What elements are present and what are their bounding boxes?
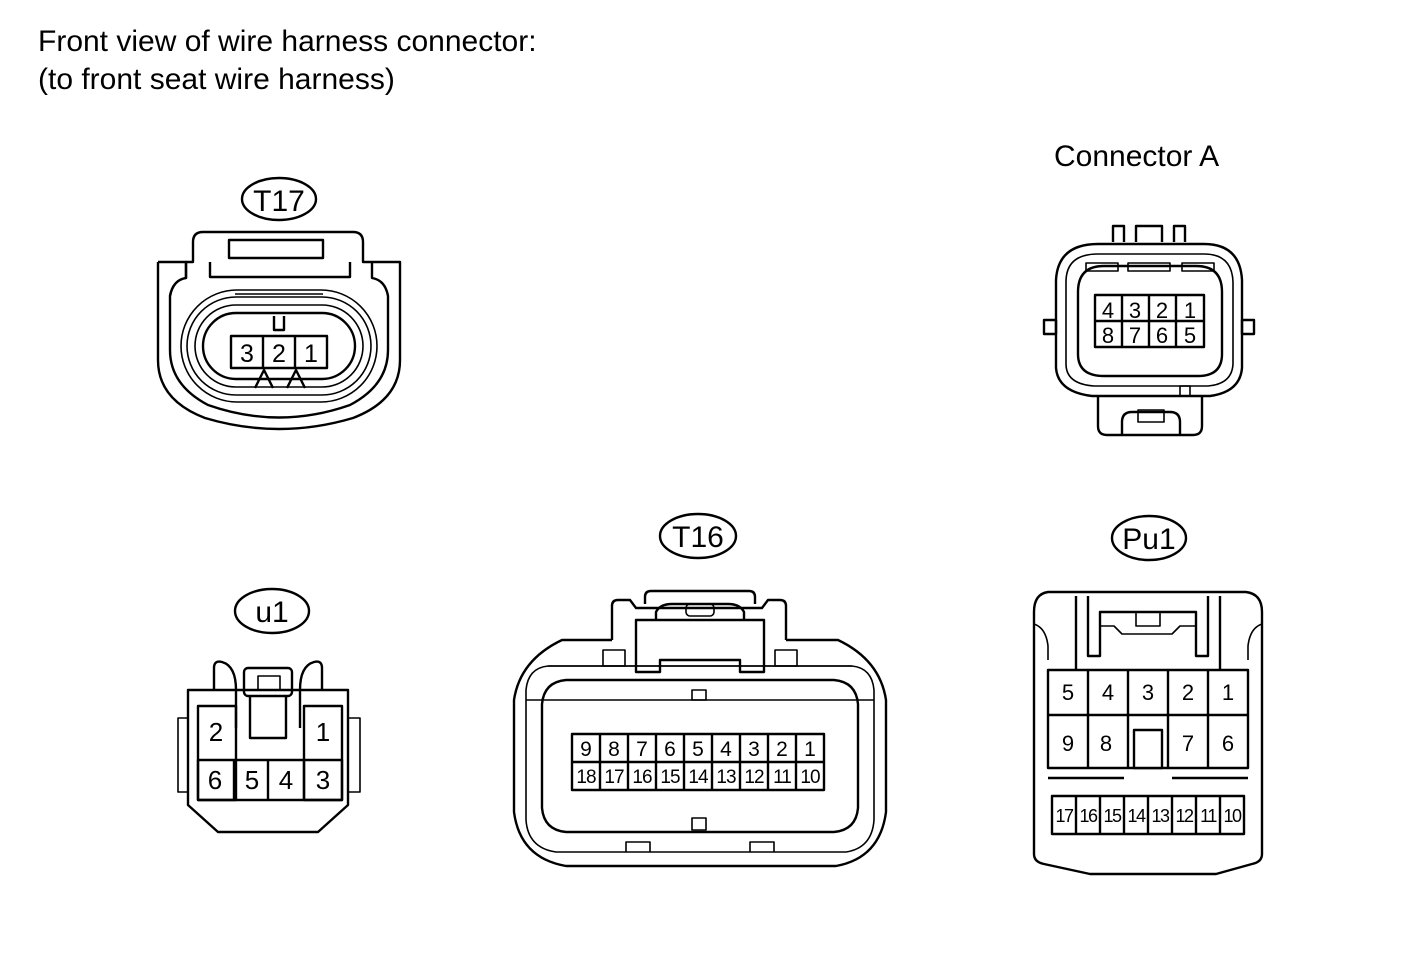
pu1-pin-5: 5 bbox=[1062, 680, 1074, 705]
connector-pu1: Pu1 5 4 bbox=[1032, 514, 1264, 876]
connector-a-pin-8: 8 bbox=[1102, 323, 1114, 348]
u1-pin-3: 3 bbox=[316, 765, 330, 795]
t16-pin-1: 1 bbox=[804, 738, 816, 761]
u1-label-oval bbox=[233, 587, 311, 635]
connector-a-pin-1: 1 bbox=[1184, 298, 1196, 323]
connector-a-pin-6: 6 bbox=[1156, 323, 1168, 348]
t17-pin-1: 1 bbox=[304, 340, 318, 368]
pu1-pin-9: 9 bbox=[1062, 731, 1074, 756]
t16-label-oval bbox=[658, 512, 738, 560]
connector-a-pin-2: 2 bbox=[1156, 298, 1168, 323]
t16-pin-6: 6 bbox=[664, 738, 676, 761]
connector-a: 4 3 2 1 8 7 6 5 bbox=[1042, 224, 1256, 437]
t16-pin-15: 15 bbox=[660, 767, 680, 788]
t17-pin-2: 2 bbox=[272, 340, 286, 368]
t16-pin-4: 4 bbox=[720, 738, 732, 761]
connector-a-housing bbox=[1042, 224, 1256, 437]
pu1-pin-3: 3 bbox=[1142, 680, 1154, 705]
pu1-pin-4: 4 bbox=[1102, 680, 1114, 705]
u1-label: u1 bbox=[255, 596, 288, 629]
pu1-pin-8: 8 bbox=[1100, 731, 1112, 756]
t16-pin-5: 5 bbox=[692, 738, 704, 761]
pu1-pin-6: 6 bbox=[1222, 731, 1234, 756]
u1-housing bbox=[177, 660, 361, 834]
t16-pin-11: 11 bbox=[773, 767, 791, 788]
t16-pin-13: 13 bbox=[716, 767, 736, 788]
u1-pin-5: 5 bbox=[245, 765, 259, 795]
t16-pin-3: 3 bbox=[748, 738, 760, 761]
t17-label: T17 bbox=[253, 185, 305, 218]
t16-pin-17: 17 bbox=[604, 767, 624, 788]
diagram-title-line-2: (to front seat wire harness) bbox=[38, 63, 395, 96]
t16-pin-14: 14 bbox=[688, 767, 709, 788]
pu1-pin-13: 13 bbox=[1151, 806, 1170, 826]
t16-pin-12: 12 bbox=[744, 767, 764, 788]
connector-t17: T17 3 2 1 bbox=[156, 176, 402, 431]
t16-pin-8: 8 bbox=[608, 738, 620, 761]
u1-pin-6: 6 bbox=[208, 765, 222, 795]
connector-a-pin-7: 7 bbox=[1129, 323, 1141, 348]
pu1-pin-1: 1 bbox=[1222, 680, 1234, 705]
t16-pin-16: 16 bbox=[632, 767, 652, 788]
t16-pin-9: 9 bbox=[580, 738, 592, 761]
connector-a-title: Connector A bbox=[1054, 140, 1220, 173]
pu1-pin-10: 10 bbox=[1223, 806, 1242, 826]
t16-pin-2: 2 bbox=[776, 738, 788, 761]
pu1-pin-12: 12 bbox=[1175, 806, 1194, 826]
t16-pin-10: 10 bbox=[800, 767, 820, 788]
connector-u1: u1 2 1 6 5 4 3 bbox=[177, 587, 361, 834]
pu1-pin-11: 11 bbox=[1200, 806, 1217, 826]
u1-pin-4: 4 bbox=[279, 765, 293, 795]
pu1-pin-14: 14 bbox=[1127, 806, 1146, 826]
t16-housing bbox=[512, 589, 888, 868]
t17-label-oval bbox=[240, 176, 318, 222]
u1-pin-2: 2 bbox=[209, 717, 223, 747]
pu1-pin-17: 17 bbox=[1055, 806, 1074, 826]
t16-label: T16 bbox=[672, 521, 724, 554]
t17-housing bbox=[156, 230, 402, 431]
pu1-label-oval bbox=[1110, 514, 1188, 562]
pu1-label: Pu1 bbox=[1122, 523, 1175, 556]
t16-pin-7: 7 bbox=[636, 738, 648, 761]
pu1-pin-16: 16 bbox=[1079, 806, 1098, 826]
pu1-pin-7: 7 bbox=[1182, 731, 1194, 756]
connector-a-pin-4: 4 bbox=[1102, 298, 1114, 323]
t17-pin-3: 3 bbox=[240, 340, 254, 368]
diagram-title-line-1: Front view of wire harness connector: bbox=[38, 25, 537, 58]
connector-a-pin-5: 5 bbox=[1184, 323, 1196, 348]
t16-pin-18: 18 bbox=[576, 767, 596, 788]
connector-a-pin-3: 3 bbox=[1129, 298, 1141, 323]
pu1-housing bbox=[1032, 590, 1264, 876]
u1-pin-1: 1 bbox=[316, 717, 330, 747]
pu1-pin-15: 15 bbox=[1103, 806, 1122, 826]
connector-t16: T16 9 bbox=[512, 512, 888, 868]
pu1-pin-2: 2 bbox=[1182, 680, 1194, 705]
